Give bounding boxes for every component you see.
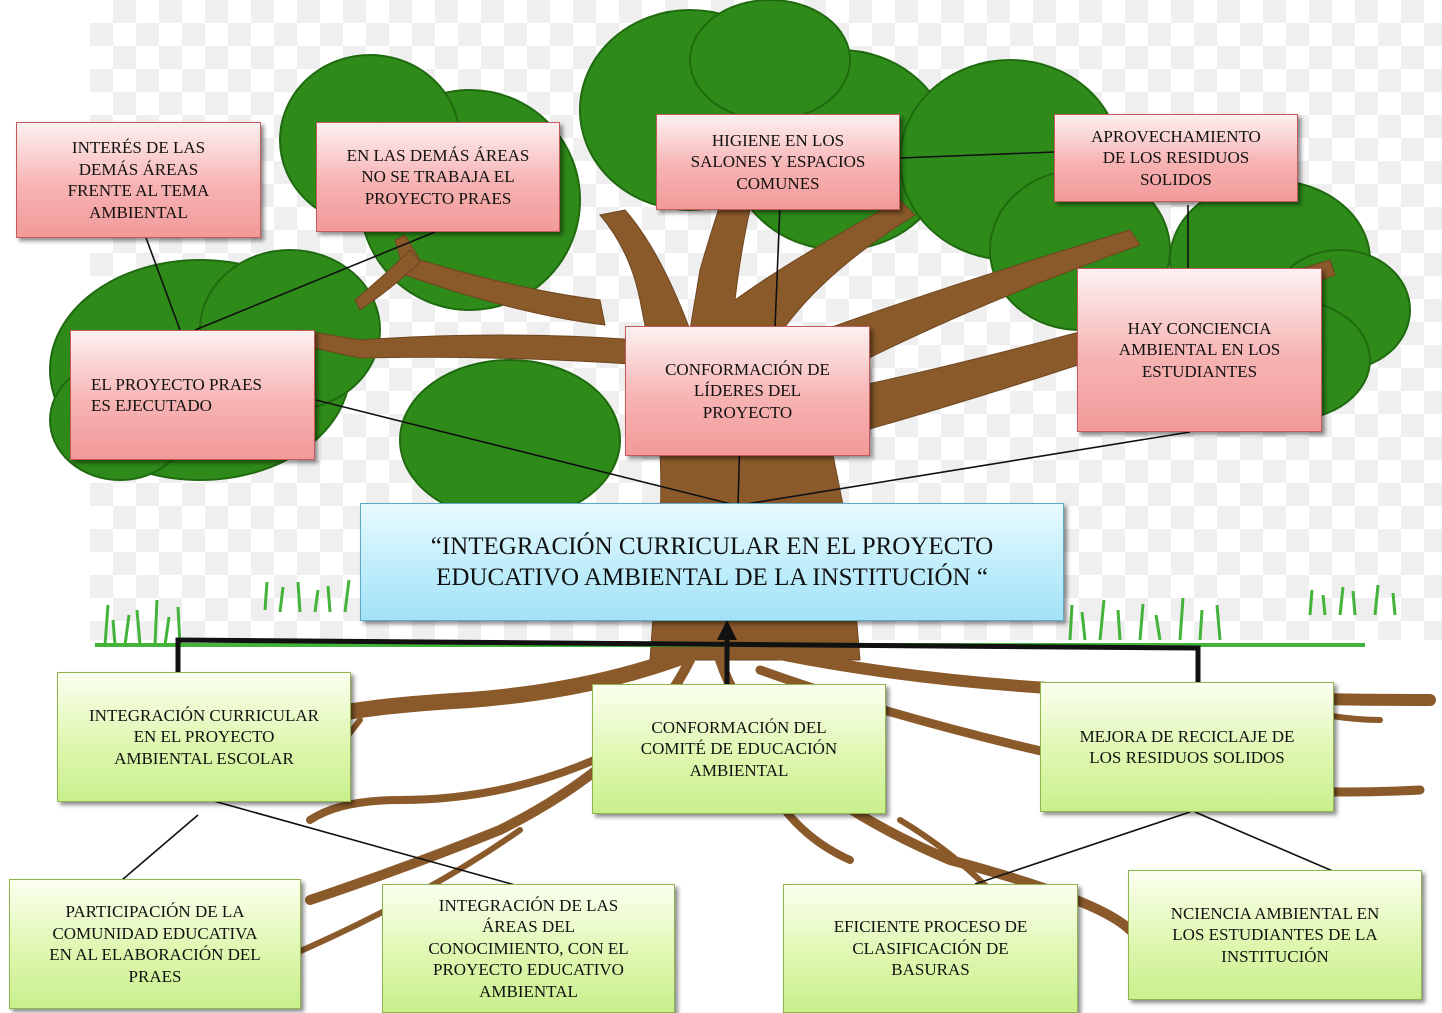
subcause-box: PARTICIPACIÓN DE LA COMUNIDAD EDUCATIVA … (9, 879, 301, 1009)
effect-box: INTERÉS DE LAS DEMÁS ÁREAS FRENTE AL TEM… (16, 122, 261, 238)
effect-box: HIGIENE EN LOS SALONES Y ESPACIOS COMUNE… (656, 114, 900, 210)
cause-box: INTEGRACIÓN CURRICULAR EN EL PROYECTO AM… (57, 672, 351, 802)
cause-box: CONFORMACIÓN DEL COMITÉ DE EDUCACIÓN AMB… (592, 684, 886, 814)
subcause-box: EFICIENTE PROCESO DE CLASIFICACIÓN DE BA… (783, 884, 1078, 1013)
connector-lines (121, 151, 1336, 886)
subcause-box: NCIENCIA AMBIENTAL EN LOS ESTUDIANTES DE… (1128, 870, 1422, 1000)
effect-box: EN LAS DEMÁS ÁREAS NO SE TRABAJA EL PROY… (316, 122, 560, 232)
effect-box: CONFORMACIÓN DE LÍDERES DEL PROYECTO (625, 326, 870, 456)
effect-box: HAY CONCIENCIA AMBIENTAL EN LOS ESTUDIAN… (1077, 268, 1322, 432)
central-problem-box: “INTEGRACIÓN CURRICULAR EN EL PROYECTO E… (360, 503, 1064, 621)
arrowhead (717, 620, 737, 640)
cause-box: MEJORA DE RECICLAJE DE LOS RESIDUOS SOLI… (1040, 682, 1334, 812)
effect-box: EL PROYECTO PRAES ES EJECUTADO (70, 330, 315, 460)
effect-box: APROVECHAMIENTO DE LOS RESIDUOS SOLIDOS (1054, 114, 1298, 202)
subcause-box: INTEGRACIÓN DE LAS ÁREAS DEL CONOCIMIENT… (382, 884, 675, 1013)
